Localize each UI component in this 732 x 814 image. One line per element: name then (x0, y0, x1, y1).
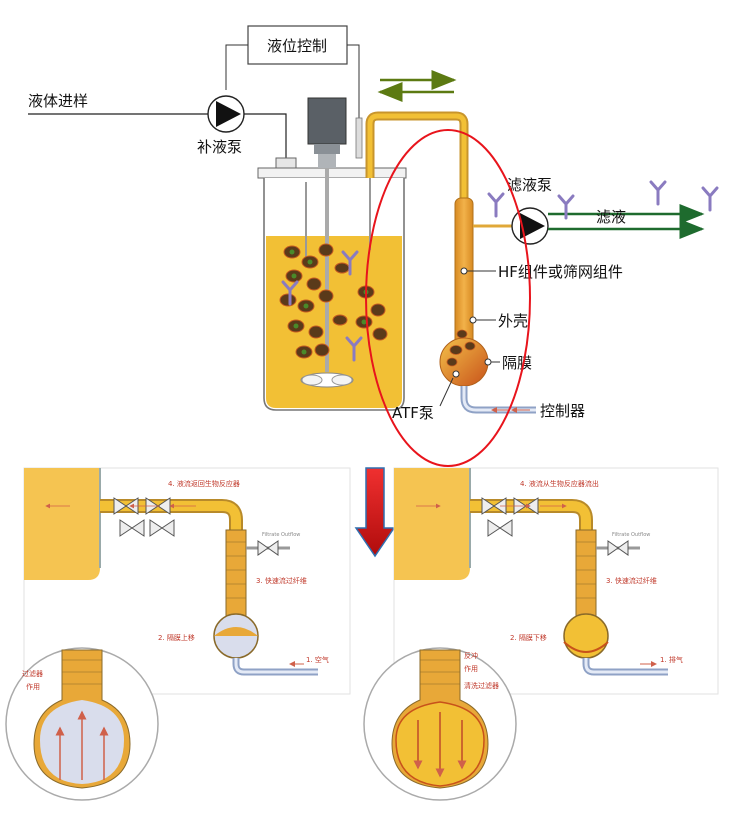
level-control-label: 液位控制 (267, 37, 327, 55)
antibody-icon-group-filtrate (487, 180, 719, 220)
right-inset-label-1: 反冲 (464, 651, 478, 660)
left-step-3: 3. 快速流过纤维 (256, 576, 307, 585)
transition-down-arrow (354, 467, 396, 558)
atf-pump-label: ATF泵 (392, 404, 434, 422)
right-step-3: 3. 快速流过纤维 (606, 576, 657, 585)
controller-label: 控制器 (540, 402, 585, 420)
filtrate-pump (511, 207, 549, 245)
level-control-box: 液位控制 (247, 25, 348, 65)
bioreactor (257, 97, 407, 411)
left-inset-label-2: 作用 (26, 682, 40, 691)
feed-pump (207, 95, 245, 133)
filtrate-label: 滤液 (596, 208, 626, 226)
hf-module-label: HF组件或筛网组件 (498, 263, 623, 281)
level-control-wire-right (347, 44, 360, 120)
feed-pump-label: 补液泵 (197, 138, 242, 156)
diaphragm-label: 隔膜 (502, 354, 532, 372)
cells-in-pump (446, 329, 476, 367)
liquid-inlet-label: 液体进样 (28, 92, 88, 110)
left-inset-magnifier: 过滤器 作用 (5, 647, 159, 801)
left-step-4: 4. 液流返回生物反应器 (168, 479, 240, 488)
left-inset-label-1: 过滤器 (22, 669, 43, 678)
right-step-1: 1. 排气 (660, 655, 683, 664)
filtrate-pump-label: 滤液泵 (507, 176, 552, 194)
level-control-wire-left (225, 44, 248, 90)
antibody-icon-group-reactor (281, 250, 363, 362)
left-valve-label: Filtrate Outflow (262, 532, 300, 538)
atf-highlight-ellipse (365, 129, 531, 467)
right-valve-label: Filtrate Outflow (612, 532, 650, 538)
right-inset-magnifier: 反冲 作用 清洗过滤器 (363, 647, 517, 801)
right-panel: Filtrate Outflow 4. 液流从生物反应器流出 3. 快速流过纤维… (393, 467, 719, 695)
right-step-4: 4. 液流从生物反应器流出 (520, 479, 599, 488)
right-inset-label-2: 作用 (464, 664, 478, 673)
controller-air-line (460, 386, 536, 414)
right-inset-label-3: 清洗过滤器 (464, 681, 499, 690)
left-panel: Filtrate Outflow 4. 液流返回生物反应器 3. 快速流过纤维 … (23, 467, 351, 695)
left-step-2: 2. 隔膜上移 (158, 633, 195, 642)
housing-label: 外壳 (498, 312, 528, 330)
left-step-1: 1. 空气 (306, 655, 329, 664)
right-step-2: 2. 隔膜下移 (510, 633, 547, 642)
inlet-to-reactor (244, 113, 287, 162)
